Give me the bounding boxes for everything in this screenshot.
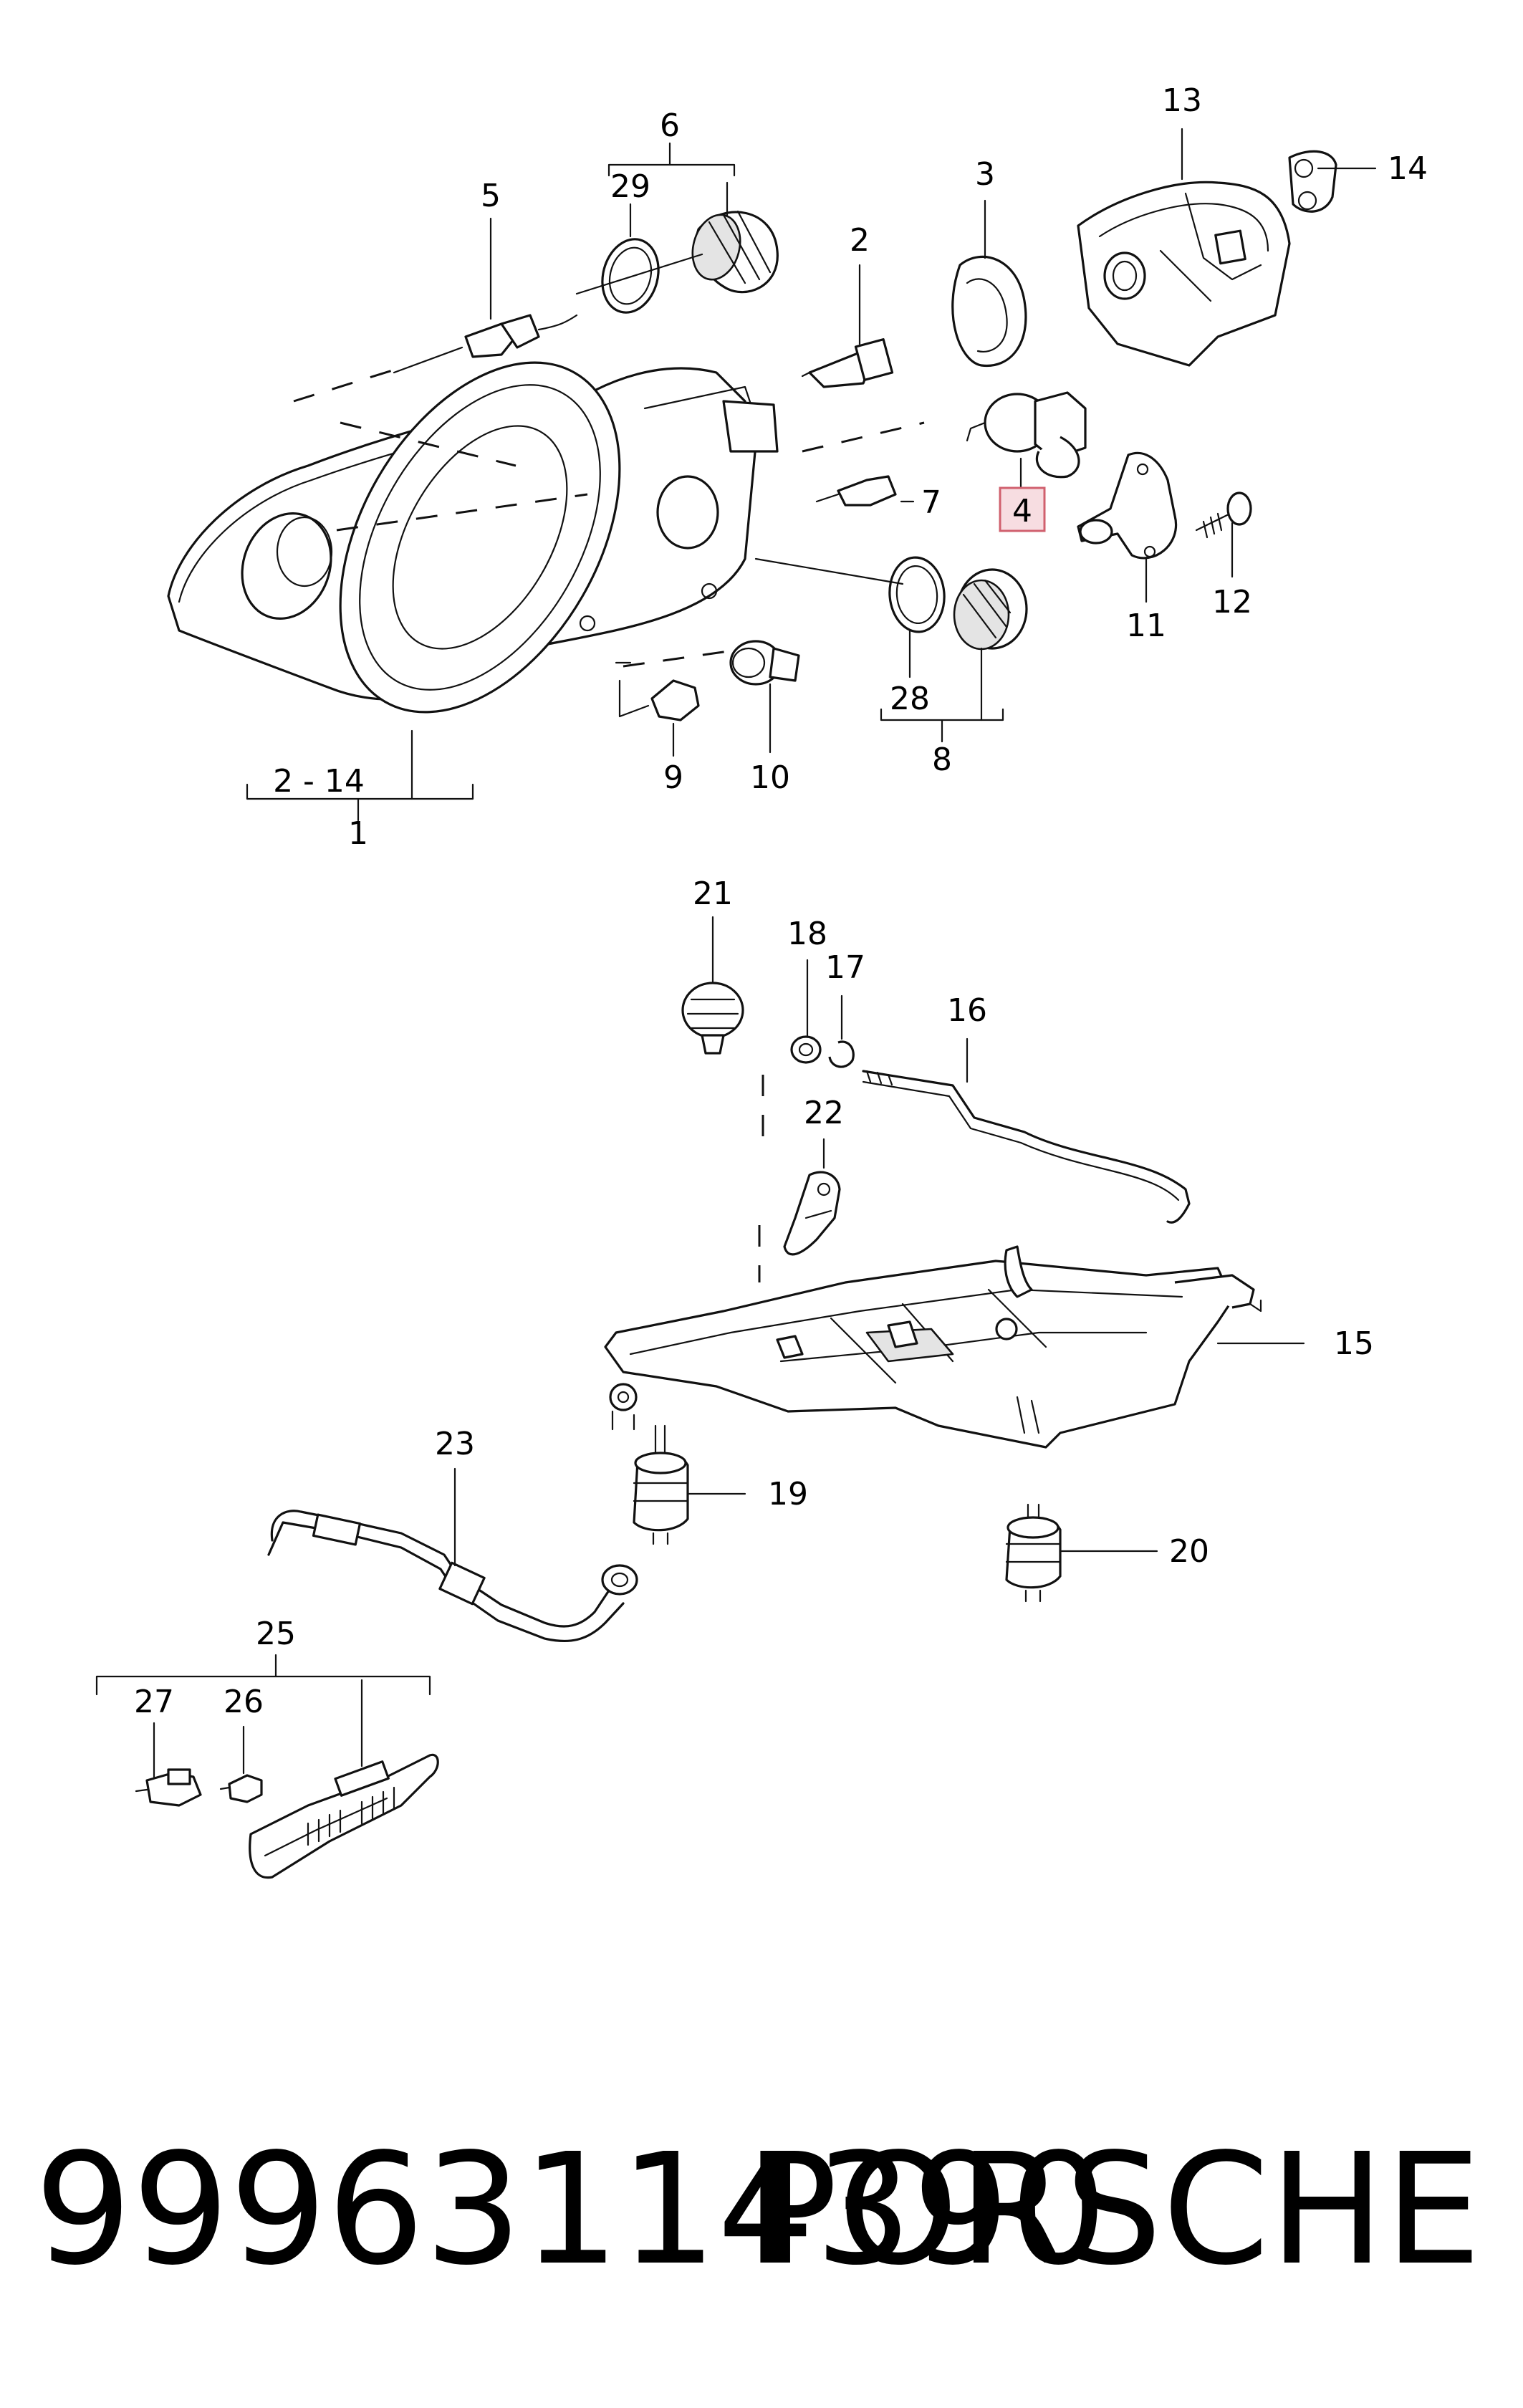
socket-10-icon (729, 640, 800, 686)
label-23: 23 (435, 1426, 475, 1462)
label-16: 16 (947, 992, 987, 1029)
o-ring-28-icon (888, 556, 946, 633)
hose-23-icon (267, 1510, 638, 1643)
bulb-26-icon (219, 1774, 263, 1803)
label-2: 2 (850, 222, 870, 259)
o-ring-29-icon (601, 238, 660, 314)
clip-17-icon (828, 1040, 855, 1068)
label-8: 8 (932, 742, 952, 778)
label-25: 25 (256, 1616, 296, 1652)
part-number: 99963114390 (34, 2121, 1108, 2299)
label-7: 7 (921, 484, 941, 521)
label-21: 21 (693, 876, 733, 912)
label-28: 28 (890, 681, 930, 717)
bulb-4-icon (966, 391, 1087, 479)
label-18: 18 (787, 916, 827, 952)
side-marker-25-icon (249, 1753, 439, 1879)
label-6: 6 (660, 107, 680, 144)
headlamp-housing (167, 361, 779, 714)
cap-6-icon (691, 210, 779, 294)
label-3: 3 (975, 156, 995, 193)
boot-11-icon (1077, 451, 1178, 560)
brand-name: PORSCHE (745, 2121, 1481, 2299)
label-13: 13 (1162, 82, 1202, 119)
label-15: 15 (1334, 1325, 1374, 1362)
label-5: 5 (481, 178, 501, 214)
label-10: 10 (750, 759, 790, 796)
bulb-7-icon (815, 475, 897, 507)
retaining-clip-3-icon (951, 255, 1027, 368)
cap-8-icon (953, 568, 1028, 651)
screw-12-icon (1195, 491, 1252, 539)
label-26: 26 (224, 1684, 264, 1720)
label-4: 4 (1012, 493, 1032, 529)
rear-cover-13-icon (1077, 181, 1291, 367)
label-1: 1 (348, 815, 368, 852)
label-12: 12 (1212, 584, 1252, 620)
damper-20-icon (1005, 1503, 1062, 1603)
carrier-frame-15 (604, 1245, 1262, 1449)
callout-labels: 1 2 - 14 2 3 4 5 6 7 8 9 10 11 12 13 14 … (134, 82, 1428, 1720)
bulb-2-icon (801, 338, 894, 388)
label-27: 27 (134, 1684, 174, 1720)
label-19: 19 (768, 1476, 808, 1512)
bulb-5-icon (393, 314, 578, 374)
label-14: 14 (1388, 150, 1428, 187)
label-9: 9 (663, 759, 683, 796)
damper-19-icon (633, 1424, 689, 1545)
label-20: 20 (1169, 1533, 1209, 1570)
label-2-14: 2 - 14 (273, 763, 365, 800)
label-29: 29 (610, 168, 650, 205)
clip-21-icon (681, 982, 744, 1055)
bulb-9-icon (618, 679, 700, 721)
label-17: 17 (825, 949, 865, 986)
label-22: 22 (804, 1095, 844, 1131)
adjuster-rod-16-icon (862, 1070, 1191, 1224)
socket-27-icon (135, 1768, 202, 1807)
bracket-22-icon (783, 1171, 841, 1256)
washer-18-icon (790, 1035, 822, 1064)
highlight-box (999, 486, 1046, 532)
connector-14-icon (1288, 150, 1337, 213)
label-11: 11 (1126, 608, 1166, 644)
